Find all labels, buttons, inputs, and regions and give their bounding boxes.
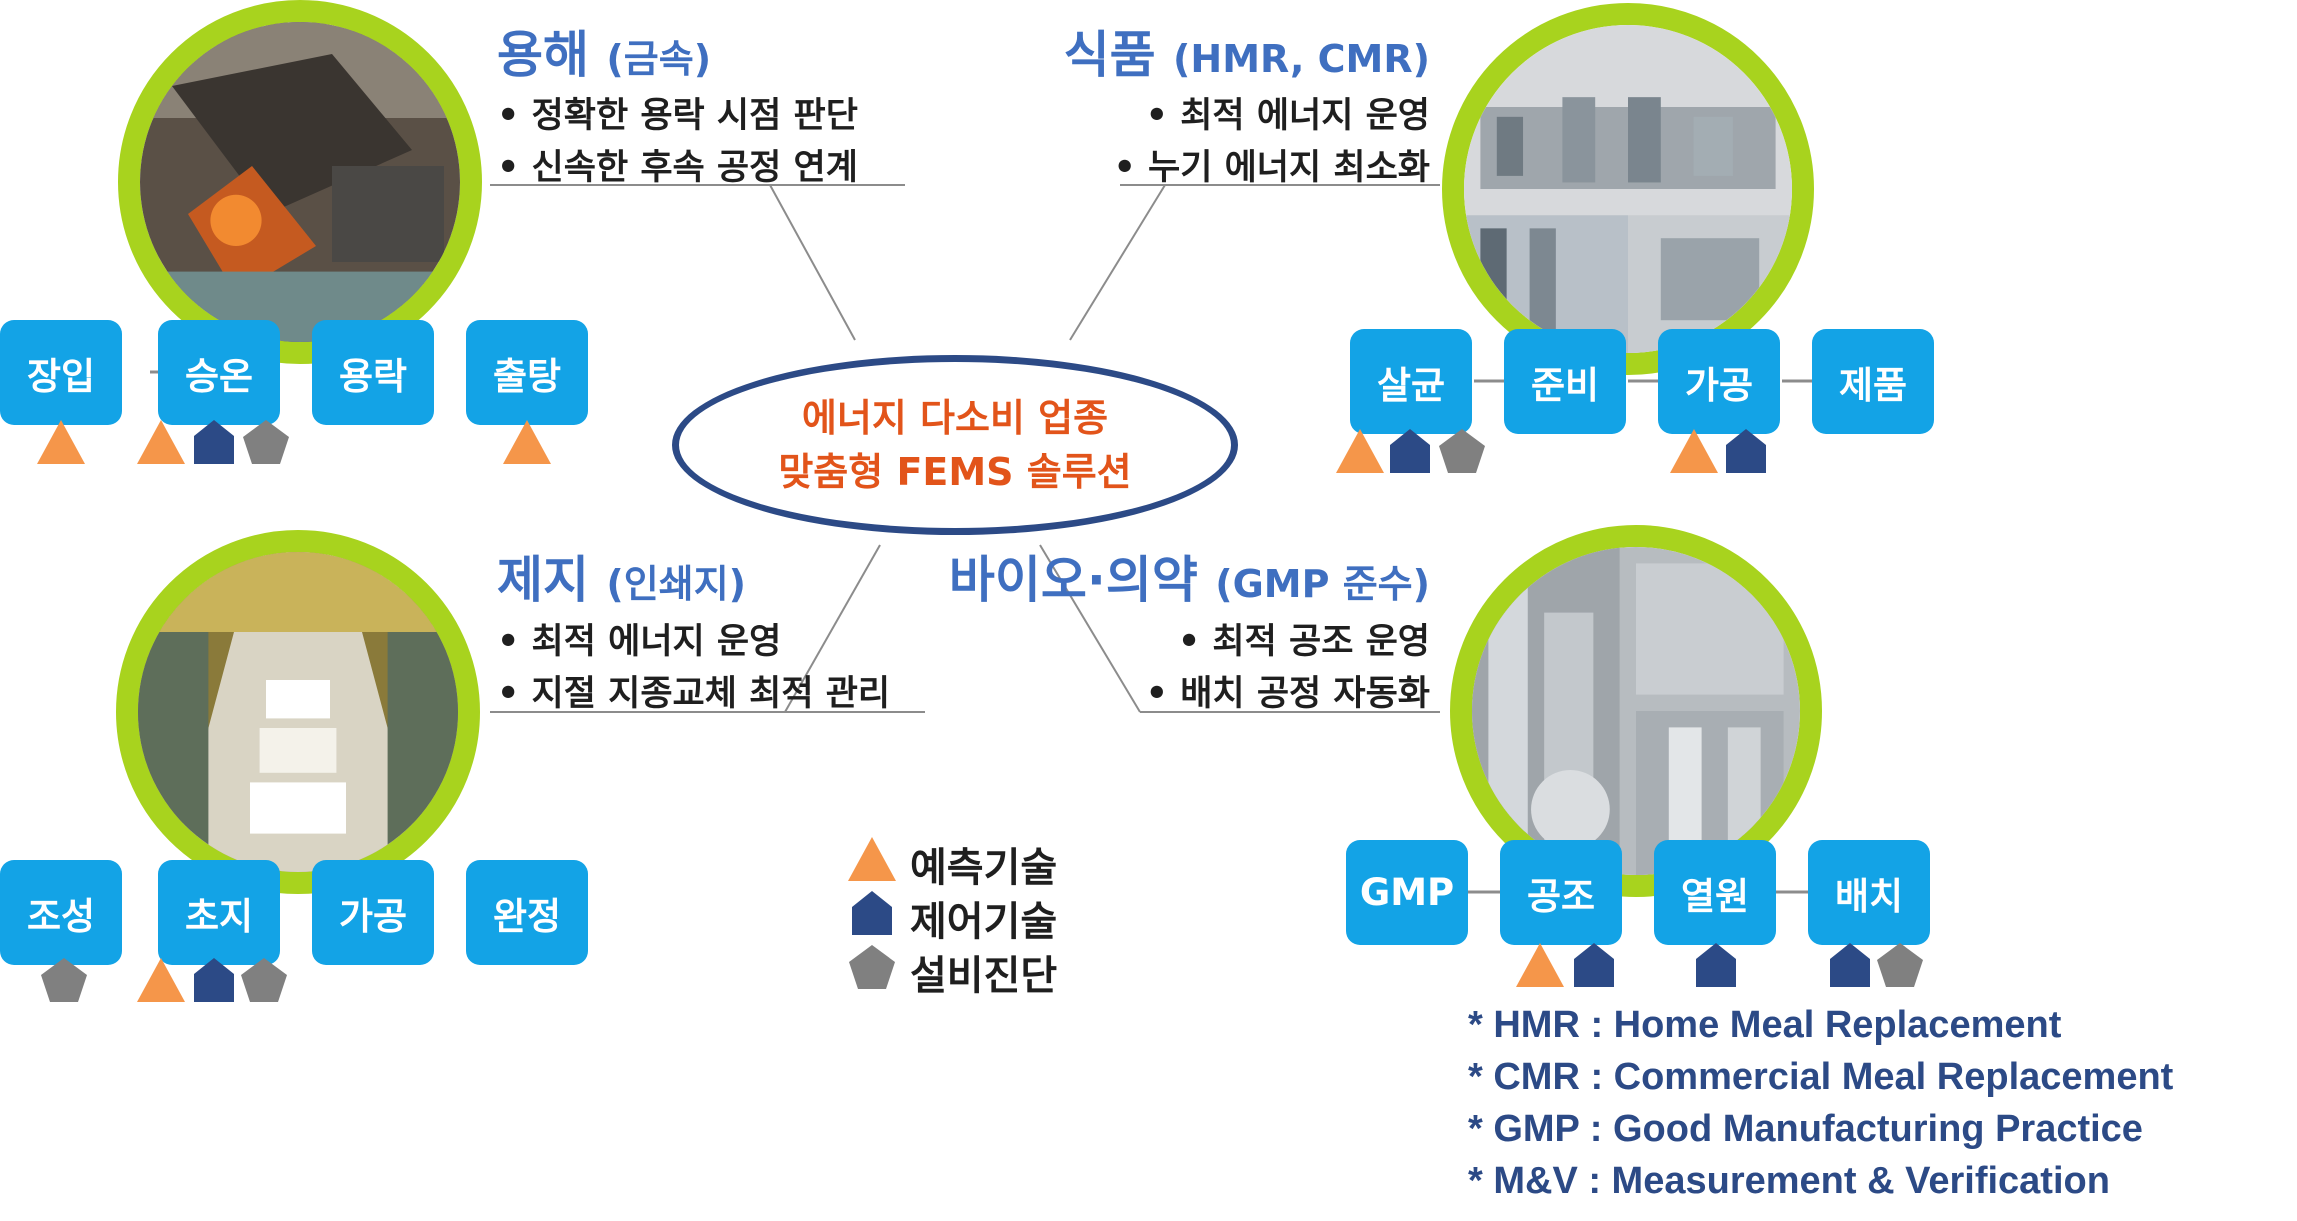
step-box: 조성 [0, 860, 122, 965]
step-box: 가공 [1658, 329, 1780, 434]
legend-control-label: 제어기술 [910, 899, 1058, 945]
center-line-1: 에너지 다소비 업종 [801, 396, 1109, 440]
bullet-item: • 신속한 후속 공정 연계 [497, 148, 858, 188]
note-mv: * M&V : Measurement & Verification [1468, 1160, 2110, 1202]
control-icon [1726, 429, 1766, 473]
bio-title: 바이오·의약 (GMP 준수) [948, 551, 1430, 609]
control-icon [1830, 943, 1870, 987]
center-solution-oval: 에너지 다소비 업종 맞춤형 FEMS 솔루션 [672, 355, 1238, 535]
predict-icon [1516, 943, 1564, 987]
control-icon [194, 958, 234, 1002]
step-box: 가공 [312, 860, 434, 965]
step-box: 출탕 [466, 320, 588, 425]
diagnose-icon [1439, 429, 1485, 473]
step-box: 살균 [1350, 329, 1472, 434]
step-box: 공조 [1500, 840, 1622, 945]
predict-icon [1336, 429, 1384, 473]
step-box: 준비 [1504, 329, 1626, 434]
control-icon [1390, 429, 1430, 473]
control-icon [1574, 943, 1614, 987]
step-box: 열원 [1654, 840, 1776, 945]
furnace-photo [140, 22, 460, 342]
legend-control-icon [852, 891, 892, 935]
step-box: 장입 [0, 320, 122, 425]
legend-predict-icon [848, 837, 896, 881]
note-hmr: * HMR : Home Meal Replacement [1468, 1004, 2062, 1046]
bullet-item: • 지절 지종교체 최적 관리 [497, 674, 891, 714]
bullet-item: • 최적 에너지 운영 [1145, 96, 1430, 136]
paper-title: 제지 (인쇄지) [497, 551, 747, 609]
bullet-item: • 정확한 용락 시점 판단 [497, 96, 858, 136]
food-title: 식품 (HMR, CMR) [1063, 26, 1430, 84]
step-box: 제품 [1812, 329, 1934, 434]
legend-predict-label: 예측기술 [910, 845, 1058, 891]
food-factory-photo [1464, 25, 1792, 353]
note-cmr: * CMR : Commercial Meal Replacement [1468, 1056, 2174, 1098]
diagnose-icon [241, 958, 287, 1002]
step-box: GMP [1346, 840, 1468, 945]
step-box: 배치 [1808, 840, 1930, 945]
control-icon [194, 420, 234, 464]
bio-subtitle: (GMP 준수) [1215, 562, 1430, 606]
step-box: 용락 [312, 320, 434, 425]
diagnose-icon [243, 420, 289, 464]
paper-bullets: • 최적 에너지 운영 • 지절 지종교체 최적 관리 [497, 616, 890, 720]
note-gmp: * GMP : Good Manufacturing Practice [1468, 1108, 2143, 1150]
step-box: 승온 [158, 320, 280, 425]
melting-subtitle: (금속) [606, 37, 712, 81]
predict-icon [37, 420, 85, 464]
predict-icon [1670, 429, 1718, 473]
bullet-item: • 누기 에너지 최소화 [1113, 148, 1430, 188]
food-photo-circle [1442, 3, 1814, 375]
legend-diagnose-icon [849, 945, 895, 989]
predict-icon [137, 958, 185, 1002]
paper-subtitle: (인쇄지) [606, 562, 747, 606]
paper-mill-photo [138, 552, 458, 872]
melting-bullets: • 정확한 용락 시점 판단 • 신속한 후속 공정 연계 [497, 90, 858, 194]
diagnose-icon [41, 958, 87, 1002]
bullet-item: • 최적 공조 운영 [1177, 622, 1430, 662]
bio-bullets: • 최적 공조 운영 • 배치 공정 자동화 [1146, 616, 1430, 720]
bullet-item: • 배치 공정 자동화 [1145, 674, 1430, 714]
food-bullets: • 최적 에너지 운영 • 누기 에너지 최소화 [1113, 90, 1430, 194]
legend-diagnose-label: 설비진단 [910, 953, 1058, 999]
control-icon [1696, 943, 1736, 987]
melting-title: 용해 (금속) [497, 26, 712, 84]
diagnose-icon [1877, 943, 1923, 987]
predict-icon [503, 420, 551, 464]
step-box: 완정 [466, 860, 588, 965]
food-subtitle: (HMR, CMR) [1173, 37, 1430, 81]
bullet-item: • 최적 에너지 운영 [497, 622, 782, 662]
center-line-2: 맞춤형 FEMS 솔루션 [778, 450, 1132, 494]
predict-icon [137, 420, 185, 464]
step-box: 초지 [158, 860, 280, 965]
